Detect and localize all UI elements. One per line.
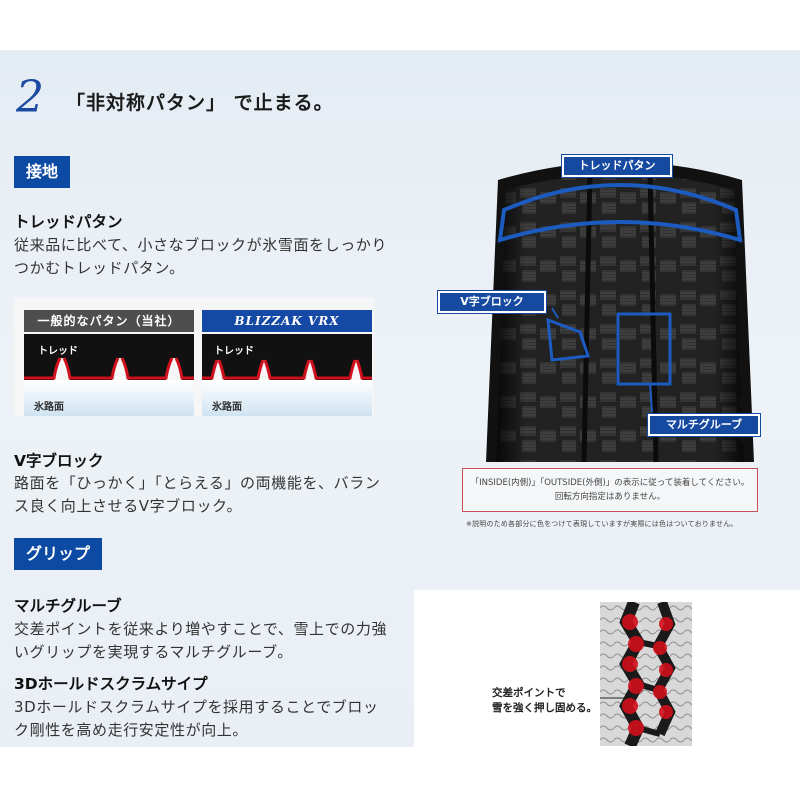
callout-v-block: V字ブロック (438, 291, 546, 313)
scrum-sipe-text: 3Dホールドスクラムサイプを採用することでブロッ ク剛性を高め走行安定性が向上。 (14, 696, 379, 742)
tread-pattern-line-1: 従来品に比べて、小さなブロックが氷雪面をしっかり (14, 236, 388, 254)
vrx-contact-line (202, 359, 372, 380)
tread-pattern-heading: トレッドパタン (14, 213, 123, 231)
multi-groove-text: 交差ポイントを従来より増やすことで、雪上での力強 いグリップを実現するマルチグル… (14, 618, 387, 664)
comparison-diagram (24, 334, 372, 416)
ice-surface-right (202, 380, 372, 416)
callout-tread-pattern: トレッドパタン (562, 155, 672, 177)
scrum-sipe-heading: 3Dホールドスクラムサイプ (14, 675, 208, 693)
v-block-text: 路面を「ひっかく」「とらえる」の両機能を、バラン ス良く向上させるV字ブロック。 (14, 472, 380, 518)
tire-image (486, 162, 754, 462)
vrx-logo: BLIZZAK VRX (202, 310, 372, 332)
multi-groove-heading: マルチグルーブ (14, 597, 122, 615)
page-title: 「非対称パタン」 で止まる。 (66, 92, 334, 114)
grip-tag: グリップ (14, 538, 103, 570)
cross-point-line-2: 雪を強く押し固める。 (492, 702, 597, 714)
tread-label-right: トレッド (214, 346, 254, 357)
section-number: 2 (16, 72, 44, 123)
general-pattern-label: 一般的なパタン（当社） (24, 310, 194, 332)
tread-pattern-line-2: つかむトレッドパタン。 (14, 259, 185, 277)
scrum-sipe-line-2: ク剛性を高め走行安定性が向上。 (14, 721, 249, 739)
tire-main-grooves (581, 171, 659, 462)
v-block-line-2: ス良く向上させるV字ブロック。 (14, 497, 243, 515)
cross-point-text: 交差ポイントで 雪を強く押し固める。 (492, 686, 597, 716)
general-tread (24, 334, 194, 380)
general-contact-line (24, 357, 194, 380)
color-footnote: ※説明のため各部分に色をつけて表現していますが実際には色はついておりません。 (466, 520, 738, 528)
vrx-tread (202, 334, 372, 380)
cross-point-highlights (622, 614, 673, 736)
multi-groove-line-2: いグリップを実現するマルチグルーブ。 (14, 643, 293, 661)
multi-groove-line-1: 交差ポイントを従来より増やすことで、雪上での力強 (14, 620, 388, 638)
callout-multi-groove: マルチグルーブ (648, 414, 760, 436)
notice-line-2: 回転方向指定はありません。 (554, 492, 666, 502)
mounting-notice: 「INSIDE(内側)」「OUTSIDE(外側)」の表示に従って装着してください… (462, 468, 758, 512)
tire-shading (496, 174, 744, 462)
contact-tag: 接地 (14, 156, 71, 188)
v-block-outline (546, 317, 591, 362)
tread-pattern-text: 従来品に比べて、小さなブロックが氷雪面をしっかり つかむトレッドパタン。 (14, 234, 387, 280)
multi-groove-outline (616, 312, 672, 386)
ice-surface-left (24, 380, 194, 416)
scrum-sipe-line-1: 3Dホールドスクラムサイプを採用することでブロッ (14, 698, 379, 716)
callout-leader-lines (551, 307, 653, 413)
tread-label-left: トレッド (38, 346, 78, 357)
cross-point-line-1: 交差ポイントで (492, 687, 566, 699)
v-block-heading: V字ブロック (14, 452, 104, 470)
v-block-line-1: 路面を「ひっかく」「とらえる」の両機能を、バラン (14, 474, 381, 492)
tread-pattern-outline (497, 183, 743, 243)
ice-label-right: 氷路面 (212, 402, 242, 413)
ice-label-left: 氷路面 (34, 402, 64, 413)
notice-line-1: 「INSIDE(内側)」「OUTSIDE(外側)」の表示に従って装着してください… (470, 478, 750, 488)
snow-surface (600, 602, 692, 746)
cross-point-image (600, 602, 692, 746)
